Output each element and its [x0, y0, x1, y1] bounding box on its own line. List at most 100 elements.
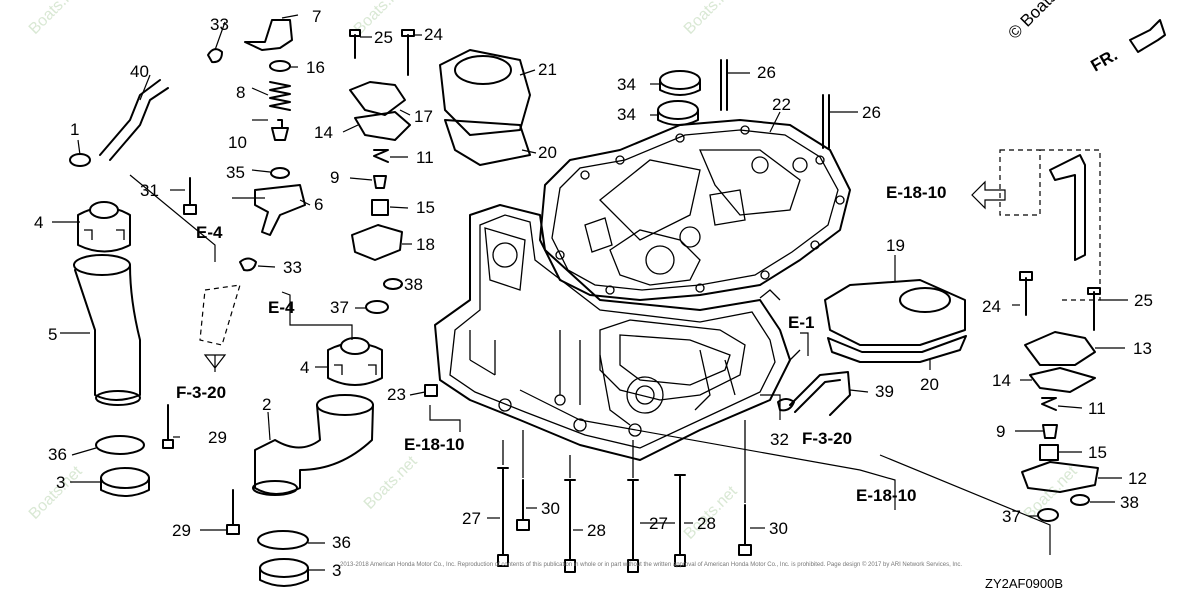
callout-5: 5: [48, 325, 57, 344]
spring-11-center: [373, 149, 389, 163]
callout-39: 39: [875, 382, 894, 401]
dash-e4-left: [129, 174, 216, 262]
cap-7: [244, 19, 293, 51]
hidden-bolt-lines: [502, 420, 746, 503]
bolt-30-right: [738, 504, 752, 556]
callout-25-center: 25: [374, 28, 393, 47]
callout-14-center: 14: [314, 123, 333, 142]
spring-11-right: [1041, 397, 1057, 411]
ref-f320-left: F-3-20: [176, 383, 226, 402]
drawing-code: ZY2AF0900B: [985, 576, 1063, 591]
gasket-14-center: [354, 111, 411, 141]
bolt-30-left: [516, 479, 530, 531]
callout-3-lower: 3: [332, 561, 341, 580]
stud-26-left: [720, 59, 728, 111]
bolt-25-right: [1087, 287, 1101, 331]
callout-29-left: 29: [208, 428, 227, 447]
callout-3-left: 3: [56, 473, 65, 492]
callout-38-center: 38: [404, 275, 423, 294]
watermarks: Boats.net Boats.net Boats.net Boats.net …: [26, 0, 1081, 543]
front-indicator: FR.: [1088, 19, 1166, 75]
water-tube-5: [73, 254, 141, 406]
callout-11-right: 11: [1088, 399, 1106, 418]
callout-10: 10: [228, 133, 247, 152]
callout-27-left: 27: [462, 509, 481, 528]
callout-4-left: 4: [34, 213, 43, 232]
callout-20-top: 20: [538, 143, 557, 162]
removed-part-outline: [199, 284, 241, 346]
ref-e4-left: E-4: [196, 223, 223, 242]
callout-30-left: 30: [541, 499, 560, 518]
hose-40: [99, 79, 169, 161]
bolt-31: [183, 177, 197, 215]
ref-f320-right: F-3-20: [802, 429, 852, 448]
plug-23: [424, 384, 438, 397]
stud-26-right: [822, 94, 830, 149]
callout-33-top: 33: [210, 15, 229, 34]
callout-36-lower: 36: [332, 533, 351, 552]
callout-33-bottom: 33: [283, 258, 302, 277]
callout-28-left: 28: [587, 521, 606, 540]
hose-39: [789, 371, 851, 416]
washer-38-center: [383, 278, 403, 290]
watermark: Boats.net: [26, 0, 86, 38]
callout-1: 1: [70, 120, 79, 139]
valve-10: [271, 119, 289, 141]
callout-30-right: 30: [769, 519, 788, 538]
callout-labels: 33 7 16 8 10 35 6 33 40 1 31 4 5 29 36 3…: [34, 7, 1153, 580]
callout-37-center: 37: [330, 298, 349, 317]
ref-e1810-right: E-18-10: [886, 183, 946, 202]
oil-case-housing: [434, 204, 801, 461]
callout-29-lower: 29: [172, 521, 191, 540]
seal-34-upper: [659, 70, 701, 96]
breather-dash-box: [999, 149, 1101, 301]
arrow-f320-left: [203, 354, 227, 372]
clip-32: [777, 398, 795, 412]
watermark: Boats.net: [1021, 463, 1081, 523]
gasket-14-right: [1029, 367, 1096, 393]
callout-28-right: 28: [697, 514, 716, 533]
callout-23: 23: [387, 385, 406, 404]
callout-32: 32: [770, 430, 789, 449]
housing-12: [1021, 461, 1099, 493]
callout-37-right: 37: [1002, 507, 1021, 526]
callout-26-left: 26: [757, 63, 776, 82]
callout-6: 6: [314, 195, 323, 214]
callout-24-center: 24: [424, 25, 443, 44]
callout-18: 18: [416, 235, 435, 254]
leader-e1: [800, 332, 809, 356]
fine-print: 2013-2018 American Honda Motor Co., Inc.…: [340, 561, 962, 568]
callout-34-lower: 34: [617, 105, 636, 124]
washer-37-right: [1037, 508, 1059, 522]
leader-e1810-left: [429, 405, 461, 432]
callout-27-right: 27: [649, 514, 668, 533]
callout-21: 21: [538, 60, 557, 79]
callout-9-center: 9: [330, 168, 339, 187]
watermark: Boats.net: [26, 463, 86, 523]
ref-e1810-left: E-18-10: [404, 435, 464, 454]
callout-2: 2: [262, 395, 271, 414]
arrow-e1810-right: [971, 180, 1006, 210]
callout-34-upper: 34: [617, 75, 636, 94]
cover-19: [824, 279, 966, 346]
valve-9-right: [1042, 424, 1058, 439]
washer-38-right: [1070, 494, 1090, 506]
callout-13: 13: [1133, 339, 1152, 358]
ref-e1: E-1: [788, 313, 814, 332]
spring-8: [269, 81, 291, 111]
watermark: Boats.net: [681, 483, 741, 543]
callout-12: 12: [1128, 469, 1147, 488]
bolt-27-left: [497, 467, 509, 567]
leader-f320-right: [760, 394, 781, 420]
o-ring-36-left: [95, 435, 145, 455]
seal-3-lower: [259, 558, 309, 587]
breather-tube: [1049, 154, 1086, 261]
leader-lines: [52, 14, 1128, 571]
clip-33-lower: [239, 257, 257, 272]
gasket-20-top: [444, 119, 531, 166]
oil-pan-22: [539, 119, 851, 301]
callout-4-mid: 4: [300, 358, 309, 377]
callout-17: 17: [414, 107, 433, 126]
callout-25-right: 25: [1134, 291, 1153, 310]
